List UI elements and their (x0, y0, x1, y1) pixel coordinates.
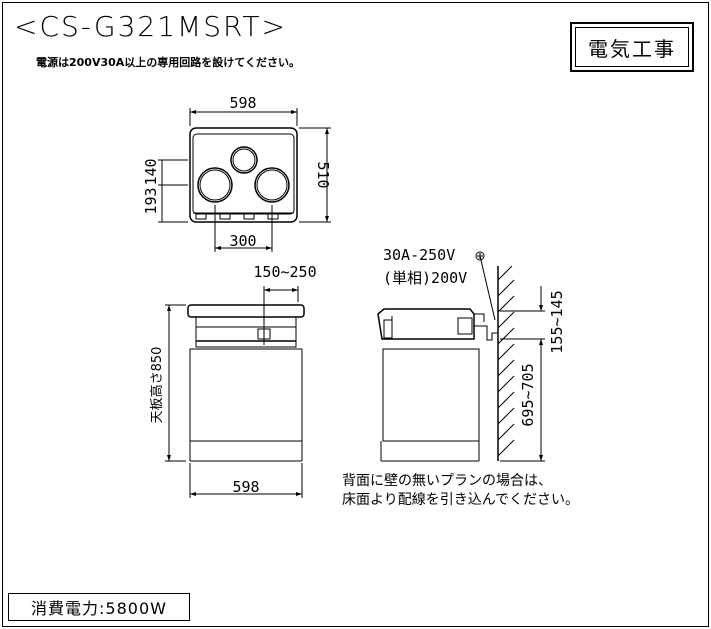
control-knob (195, 213, 207, 220)
top-bottom-label: 300 (229, 232, 256, 250)
outlet-ground-icon (475, 251, 485, 261)
dimension-arrows (167, 110, 543, 496)
front-width-label: 598 (232, 478, 259, 496)
power-cable (474, 325, 497, 341)
lower-range-label: 695~705 (519, 363, 537, 426)
wiring-note: 背面に壁の無いプランの場合は、 床面より配線を引き込んでください。 (342, 472, 579, 510)
wall-hatching (497, 265, 515, 457)
control-knob (219, 213, 231, 220)
top-depth-label: 510 (314, 161, 332, 188)
top-side-label-a: 193 (142, 187, 160, 214)
front-view-cabinet (165, 286, 305, 498)
burner-left (197, 167, 233, 203)
burner-top (230, 146, 258, 174)
front-range-label: 150~250 (253, 263, 316, 281)
burner-right (254, 167, 290, 203)
top-width-label: 598 (229, 94, 256, 112)
control-knob (243, 213, 255, 220)
electrical-work-badge: 電気工事 (570, 22, 694, 72)
top-side-label-b: 140 (142, 158, 160, 185)
front-cooktop-top (187, 304, 305, 318)
electrical-work-label: 電気工事 (575, 27, 689, 67)
front-height-label: 天板高さ850 (149, 347, 165, 424)
side-cabinet-body (382, 348, 480, 442)
wiring-note-line1: 背面に壁の無いプランの場合は、 (342, 473, 552, 489)
power-requirement-note: 電源は200V30A以上の専用回路を設けてください。 (36, 56, 300, 69)
outlet-phase-label: (単相)200V (383, 269, 467, 287)
control-knob (267, 213, 279, 220)
power-consumption-label: 消費電力:5800W (8, 593, 190, 621)
upper-range-label: 155~145 (548, 290, 566, 353)
model-title: <CS-G321MSRT> (14, 10, 287, 43)
top-view-cooktop (158, 108, 331, 252)
front-cabinet-door (189, 348, 303, 442)
outlet-spec-label: 30A-250V (383, 246, 455, 264)
wiring-note-line2: 床面より配線を引き込んでください。 (342, 492, 580, 508)
